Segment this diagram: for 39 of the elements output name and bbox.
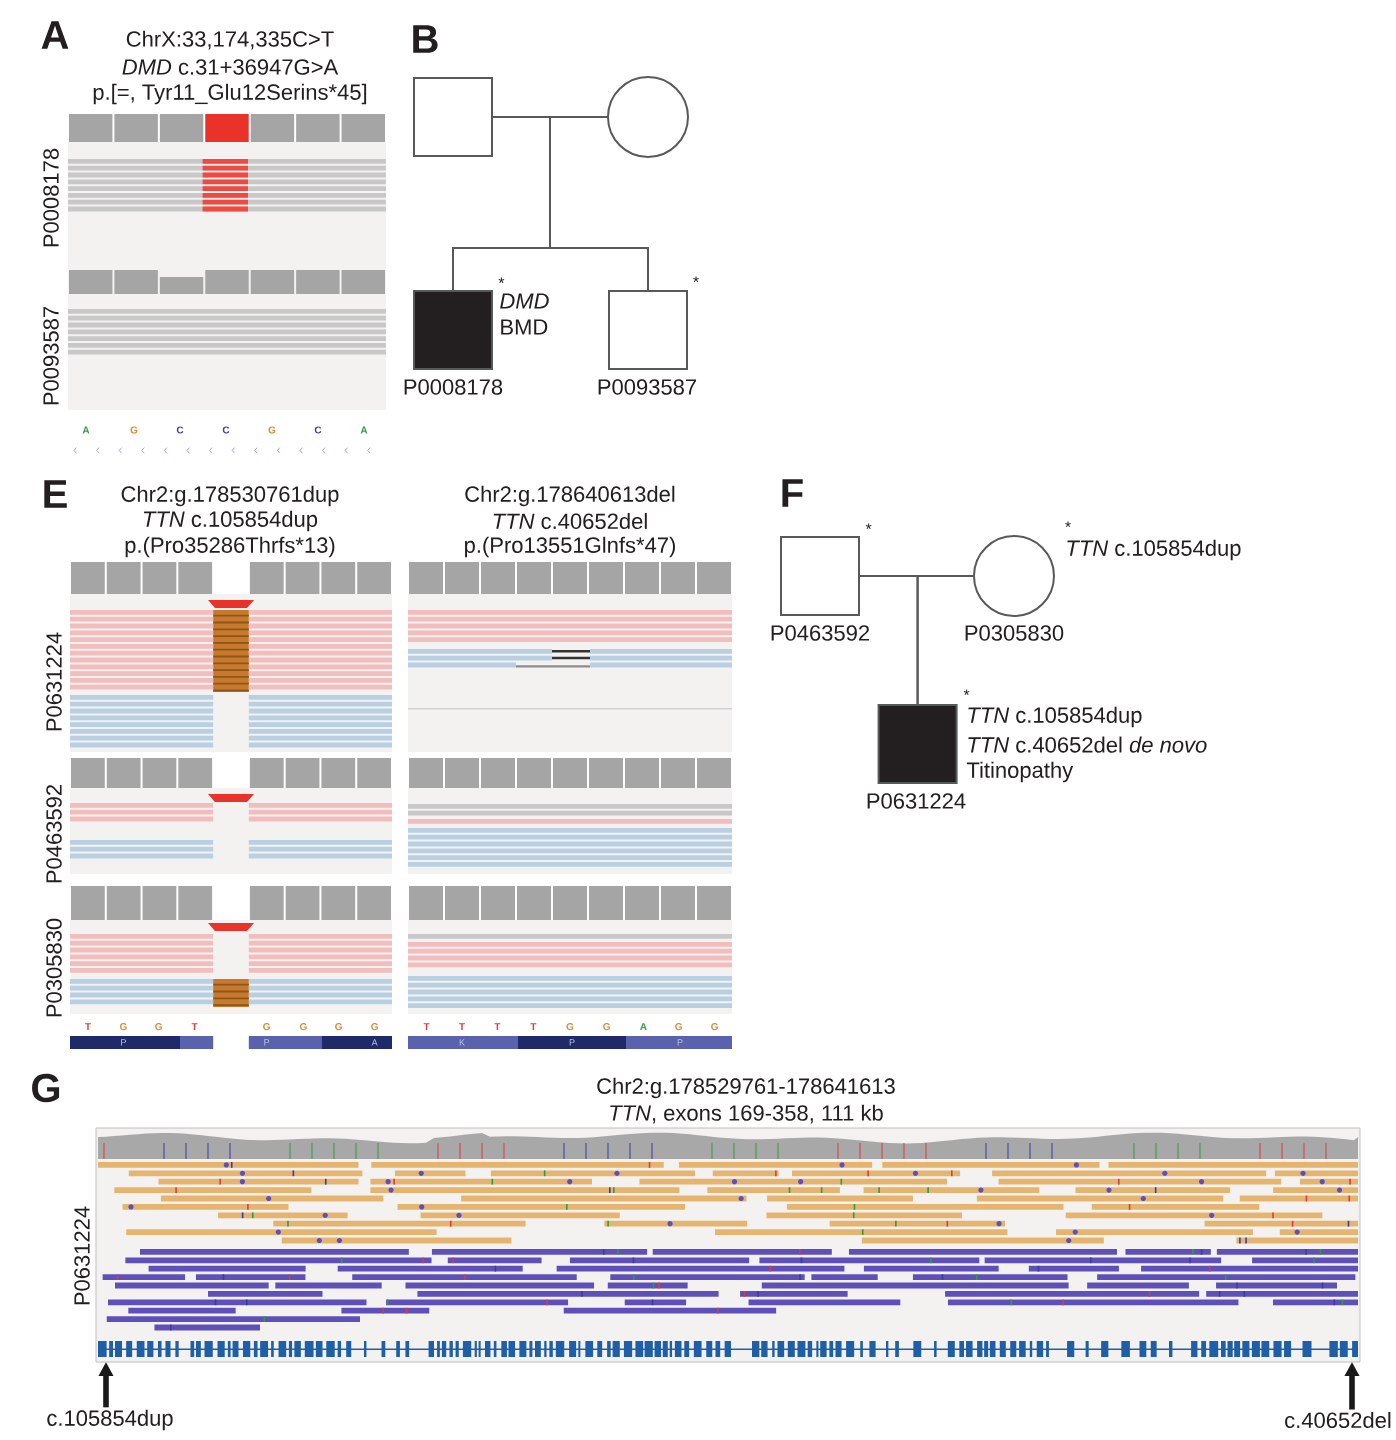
panel-letter: A xyxy=(41,21,69,49)
title-text: Chr2:g.178530761dup xyxy=(121,485,339,507)
variant-note: TTN c.40652del de novo xyxy=(968,736,1207,753)
panel-letter: G xyxy=(32,1073,60,1103)
title-text: ChrX:33,174,335C>T xyxy=(126,30,334,50)
sample-id: P0631224 xyxy=(867,793,966,809)
asterisk-mark: * xyxy=(1065,521,1071,528)
sample-name: P0093587 xyxy=(43,306,59,405)
sample-name: P0008178 xyxy=(43,148,59,247)
variant-note: DMD BMD xyxy=(500,293,549,335)
pedigree-line xyxy=(549,116,649,292)
variant-label: c.40652del xyxy=(1285,1411,1391,1429)
title-text: p.(Pro35286Thrfs*13) xyxy=(125,536,335,558)
title-text: DMD c.31+36947G>A xyxy=(122,59,339,75)
sample-name: P0305830 xyxy=(46,918,62,1017)
sample-name: P0463592 xyxy=(46,784,62,883)
asterisk-mark: * xyxy=(963,689,970,696)
panel-letter: E xyxy=(44,480,67,508)
title-text: Chr2:g.178640613del xyxy=(465,485,675,507)
sample-name: P0631224 xyxy=(46,632,62,731)
pedigree-square xyxy=(413,77,493,157)
asterisk-mark: * xyxy=(865,523,872,530)
sample-id: P0093587 xyxy=(598,379,697,395)
variant-label: c.105854dup xyxy=(47,1409,173,1431)
title-text: TTN c.105854dup xyxy=(143,510,318,532)
sample-id: P0305830 xyxy=(965,625,1064,641)
variant-note: TTN c.105854dup xyxy=(1067,539,1241,561)
variant-note: TTN c.105854dup xyxy=(968,706,1142,728)
phenotype-note: Titinopathy xyxy=(966,761,1074,783)
pedigree-line xyxy=(916,575,975,706)
asterisk-mark: * xyxy=(498,277,505,284)
title-text: Chr2:g.178529761-178641613 xyxy=(597,1077,895,1099)
title-text: p.(Pro13551Glnfs*47) xyxy=(465,536,675,558)
asterisk-mark: * xyxy=(693,276,699,283)
title-text: p.[=, Tyr11_Glu12Serins*45] xyxy=(93,83,367,105)
title-text: TTN c.40652del xyxy=(493,512,647,530)
sample-id: P0463592 xyxy=(771,625,870,641)
pedigree-circle xyxy=(607,76,689,158)
sample-id: P0008178 xyxy=(404,379,503,395)
